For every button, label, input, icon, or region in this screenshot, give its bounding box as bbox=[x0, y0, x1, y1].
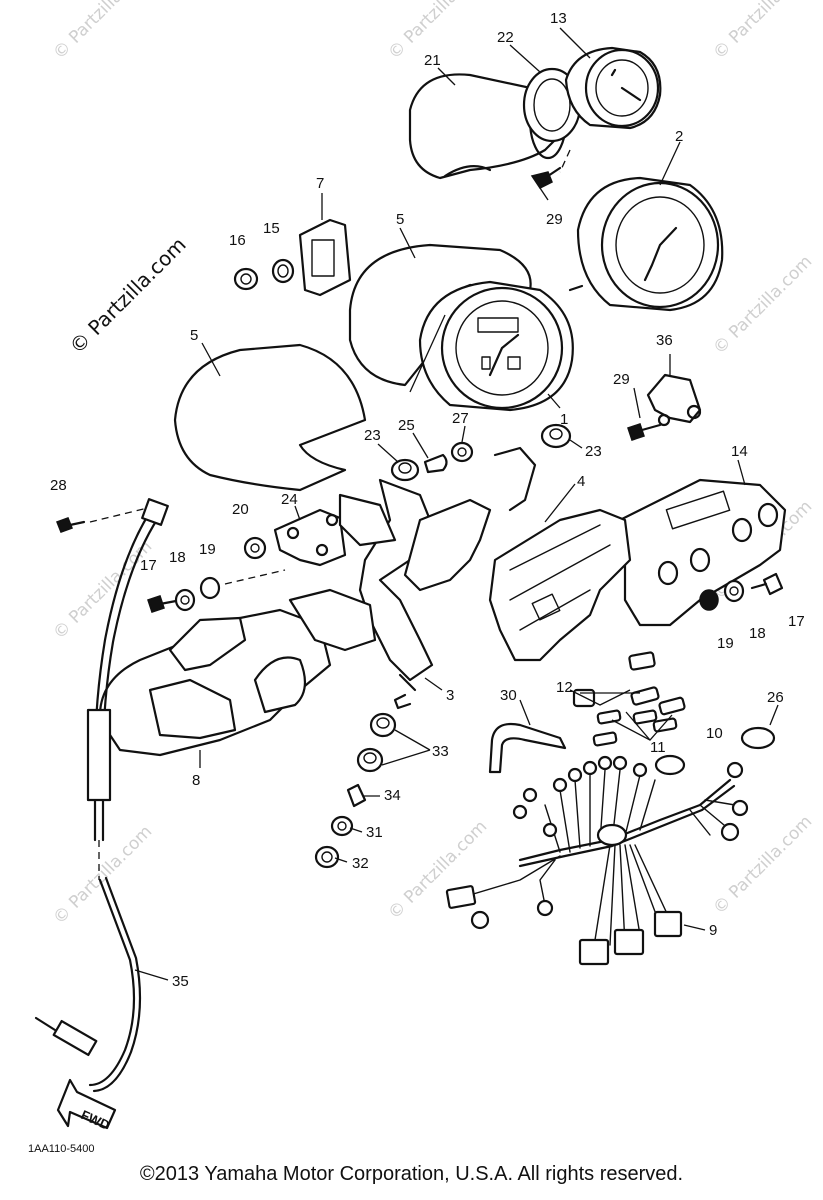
assembly-line bbox=[224, 569, 286, 585]
leader-lines bbox=[134, 27, 746, 981]
part-16-nut bbox=[233, 267, 259, 291]
part-25-collar bbox=[423, 453, 448, 474]
callout-17-left: 17 bbox=[140, 557, 157, 574]
callout-8: 8 bbox=[192, 772, 200, 789]
part-12-sockets bbox=[569, 651, 686, 716]
copyright-notice: ©2013 Yamaha Motor Corporation, U.S.A. A… bbox=[139, 1163, 684, 1185]
callout-5-upper: 5 bbox=[396, 211, 404, 228]
assembly-line bbox=[559, 149, 571, 173]
callout-24: 24 bbox=[281, 491, 298, 508]
callout-29-right: 29 bbox=[613, 371, 630, 388]
part-10-lens bbox=[654, 754, 686, 776]
watermark-prominent: © Partzilla.com bbox=[65, 232, 191, 358]
callout-21: 21 bbox=[424, 52, 441, 69]
callout-28: 28 bbox=[50, 477, 67, 494]
callout-15: 15 bbox=[263, 220, 280, 237]
part-19-grommet-right bbox=[699, 589, 719, 611]
watermark: © Partzilla.com bbox=[709, 0, 816, 64]
part-7-indicator bbox=[298, 193, 352, 297]
part-28-screw bbox=[56, 517, 86, 533]
part-18-washer-left bbox=[174, 588, 196, 612]
part-33-dampers bbox=[356, 712, 431, 773]
watermark: © Partzilla.com bbox=[709, 252, 816, 359]
part-30-strap bbox=[488, 722, 567, 774]
part-20-nut bbox=[243, 536, 267, 560]
callout-7: 7 bbox=[316, 175, 324, 192]
callout-1: 1 bbox=[560, 411, 568, 428]
part-34-collar bbox=[346, 783, 367, 808]
part-29-screw-right bbox=[627, 423, 662, 441]
part-23-grommet-right bbox=[540, 423, 572, 449]
callout-11: 11 bbox=[650, 739, 666, 756]
callout-18-left: 18 bbox=[169, 549, 186, 566]
callout-23-right: 23 bbox=[585, 443, 602, 460]
callout-32: 32 bbox=[352, 855, 369, 872]
callout-19-left: 19 bbox=[199, 541, 216, 558]
part-5-meter-cover-lower bbox=[173, 343, 367, 492]
part-23-grommet-left bbox=[390, 458, 420, 482]
callout-4: 4 bbox=[577, 473, 585, 490]
part-24-plate bbox=[273, 508, 347, 567]
part-32-nut bbox=[314, 845, 340, 869]
part-35-speedometer-cable bbox=[34, 498, 169, 1093]
watermark: © Partzilla.com bbox=[384, 817, 491, 924]
callout-14: 14 bbox=[731, 443, 748, 460]
watermark: © Partzilla.com bbox=[49, 0, 156, 64]
part-17-bolt-left bbox=[147, 595, 178, 613]
callout-19-right: 19 bbox=[717, 635, 734, 652]
callout-3: 3 bbox=[446, 687, 454, 704]
part-18-washer-right bbox=[723, 579, 745, 603]
callout-33: 33 bbox=[432, 743, 449, 760]
callout-26: 26 bbox=[767, 689, 784, 706]
callout-22: 22 bbox=[497, 29, 514, 46]
callout-20: 20 bbox=[232, 501, 249, 518]
fwd-arrow: FWD bbox=[56, 1078, 117, 1133]
callout-18-right: 18 bbox=[749, 625, 766, 642]
part-1-tachometer bbox=[409, 280, 574, 412]
callout-23-left: 23 bbox=[364, 427, 381, 444]
part-2-speedometer bbox=[568, 176, 724, 312]
part-13-small-gauge bbox=[564, 46, 662, 130]
part-4-meter-bracket bbox=[488, 446, 632, 662]
callout-36: 36 bbox=[656, 332, 673, 349]
callout-30: 30 bbox=[500, 687, 517, 704]
part-15-washer bbox=[271, 258, 295, 284]
part-29-screw bbox=[530, 166, 562, 189]
part-8-lower-cover bbox=[98, 588, 377, 757]
callout-27: 27 bbox=[452, 410, 469, 427]
callout-12: 12 bbox=[556, 679, 573, 696]
part-26-lens bbox=[740, 704, 779, 750]
callout-13: 13 bbox=[550, 10, 567, 27]
callout-10: 10 bbox=[706, 725, 723, 742]
callout-2: 2 bbox=[675, 128, 683, 145]
callout-5-lower: 5 bbox=[190, 327, 198, 344]
callout-29-top: 29 bbox=[546, 211, 563, 228]
callout-9: 9 bbox=[709, 922, 717, 939]
callout-35: 35 bbox=[172, 973, 189, 990]
part-31-washer bbox=[330, 815, 354, 837]
diagram-code: 1AA110-5400 bbox=[28, 1143, 94, 1155]
callout-25: 25 bbox=[398, 417, 415, 434]
part-11-bulbs bbox=[592, 709, 678, 747]
part-36-bracket bbox=[646, 354, 702, 427]
callout-16: 16 bbox=[229, 232, 246, 249]
part-27-grommet bbox=[450, 441, 474, 463]
callout-numbers: 13 22 21 2 29 7 15 16 5 5 36 29 1 23 25 … bbox=[50, 10, 805, 990]
part-17-bolt-right bbox=[750, 572, 784, 596]
part-3-stay bbox=[338, 478, 492, 710]
callout-17-right: 17 bbox=[788, 613, 805, 630]
part-9-wire-harness bbox=[445, 755, 749, 966]
callout-31: 31 bbox=[366, 824, 383, 841]
part-19-grommet-left bbox=[199, 576, 221, 600]
callout-34: 34 bbox=[384, 787, 401, 804]
